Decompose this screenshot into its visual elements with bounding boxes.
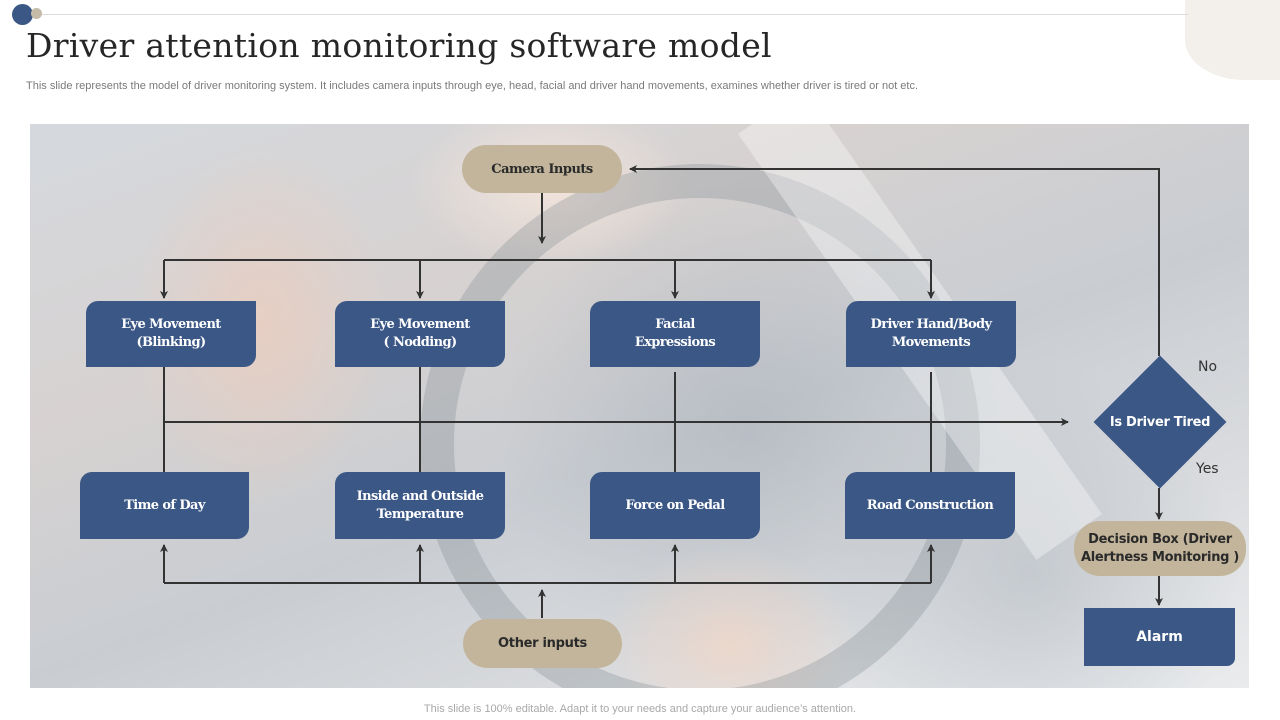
is-driver-tired-decision: Is Driver Tired [1093,355,1227,489]
other-inputs-node: Other inputs [463,619,622,668]
branch-label-no: No [1198,359,1218,375]
road-construction-box: Road Construction [845,472,1015,539]
alarm-box: Alarm [1084,608,1235,666]
camera-inputs-node: Camera Inputs [462,145,622,193]
header-dot-small [31,8,42,19]
header-dot-large [12,4,33,25]
driver-hand-body-box: Driver Hand/Body Movements [846,301,1016,367]
decision-question: Is Driver Tired [1109,414,1211,430]
temperature-box: Inside and Outside Temperature [335,472,505,539]
connector-no-loop [629,165,1160,356]
branch-label-yes: Yes [1196,461,1219,477]
slide-title: Driver attention monitoring software mod… [26,26,772,65]
eye-movement-nodding-box: Eye Movement ( Nodding) [335,301,505,367]
eye-movement-blinking-box: Eye Movement (Blinking) [86,301,256,367]
decision-box-node: Decision Box (Driver Alertness Monitorin… [1074,521,1246,576]
corner-decoration [1185,0,1280,80]
time-of-day-box: Time of Day [80,472,249,539]
force-on-pedal-box: Force on Pedal [590,472,760,539]
header-rule [38,14,1188,15]
slide-subtitle: This slide represents the model of drive… [26,80,919,92]
facial-expressions-box: Facial Expressions [590,301,760,367]
slide-footer: This slide is 100% editable. Adapt it to… [423,703,857,715]
